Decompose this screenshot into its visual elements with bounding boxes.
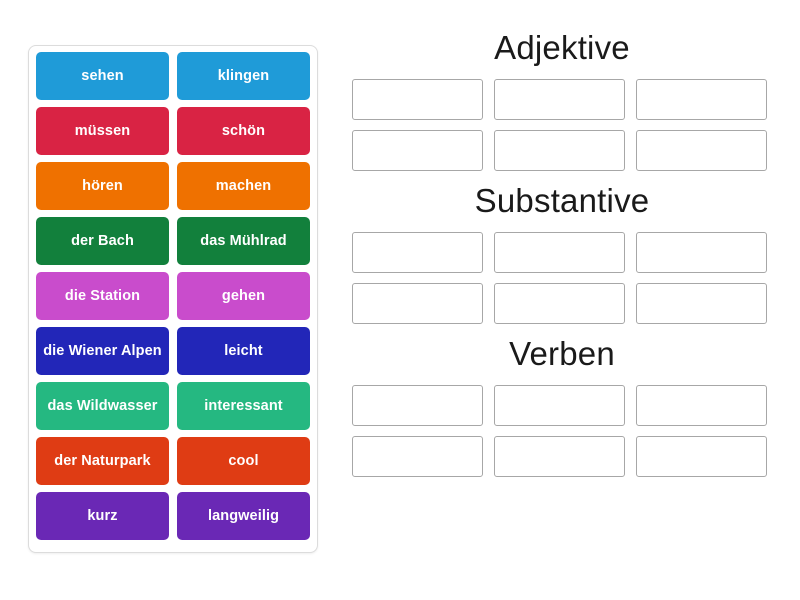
drop-zone-row	[352, 231, 772, 273]
word-tile[interactable]: sehen	[36, 52, 169, 100]
category-title: Verben	[509, 334, 615, 372]
drop-zone-row	[352, 129, 772, 171]
tile-row: der Bach das Mühlrad	[36, 217, 310, 265]
category-title: Adjektive	[494, 29, 630, 66]
tile-row: sehen klingen	[36, 52, 310, 100]
category-substantive: Substantive	[352, 181, 772, 324]
tile-row: die Wiener Alpen leicht	[36, 327, 310, 375]
drop-zone-row	[352, 435, 772, 477]
drop-zone-row	[352, 282, 772, 324]
word-tile-tray: sehen klingen müssen schön hören machen …	[28, 45, 318, 553]
tile-row: hören machen	[36, 162, 310, 210]
drop-zone[interactable]	[494, 282, 625, 324]
word-tile[interactable]: machen	[177, 162, 310, 210]
drop-zone-grid	[352, 231, 772, 324]
category-title: Substantive	[474, 181, 650, 219]
tile-row: das Wildwasser interessant	[36, 382, 310, 430]
word-tile[interactable]: müssen	[36, 107, 169, 155]
word-tile[interactable]: klingen	[177, 52, 310, 100]
drop-zone[interactable]	[636, 435, 767, 477]
word-tile[interactable]: das Mühlrad	[177, 217, 310, 265]
drop-zone[interactable]	[636, 384, 767, 426]
drop-zone[interactable]	[636, 129, 767, 171]
word-tile[interactable]: kurz	[36, 492, 169, 540]
tile-row: müssen schön	[36, 107, 310, 155]
drop-zone[interactable]	[636, 78, 767, 120]
category-columns: Adjektive Substantive	[352, 29, 772, 489]
drop-zone[interactable]	[352, 435, 483, 477]
drop-zone[interactable]	[494, 384, 625, 426]
drop-zone[interactable]	[352, 129, 483, 171]
word-tile[interactable]: der Naturpark	[36, 437, 169, 485]
drop-zone-grid	[352, 78, 772, 171]
word-tile[interactable]: die Station	[36, 272, 169, 320]
drop-zone[interactable]	[494, 231, 625, 273]
word-tile[interactable]: interessant	[177, 382, 310, 430]
drop-zone[interactable]	[352, 231, 483, 273]
tile-row: kurz langweilig	[36, 492, 310, 540]
word-tile[interactable]: die Wiener Alpen	[36, 327, 169, 375]
drop-zone[interactable]	[352, 384, 483, 426]
drop-zone-row	[352, 384, 772, 426]
drop-zone[interactable]	[352, 282, 483, 324]
drop-zone-row	[352, 78, 772, 120]
drop-zone[interactable]	[494, 435, 625, 477]
word-tile[interactable]: hören	[36, 162, 169, 210]
drop-zone[interactable]	[494, 129, 625, 171]
word-tile[interactable]: gehen	[177, 272, 310, 320]
category-adjektive: Adjektive	[352, 29, 772, 171]
word-tile[interactable]: langweilig	[177, 492, 310, 540]
tile-row: die Station gehen	[36, 272, 310, 320]
drop-zone[interactable]	[494, 78, 625, 120]
drop-zone[interactable]	[636, 231, 767, 273]
drop-zone[interactable]	[352, 78, 483, 120]
word-tile[interactable]: das Wildwasser	[36, 382, 169, 430]
drop-zone[interactable]	[636, 282, 767, 324]
word-tile[interactable]: leicht	[177, 327, 310, 375]
category-verben: Verben	[352, 334, 772, 477]
drop-zone-grid	[352, 384, 772, 477]
word-tile[interactable]: schön	[177, 107, 310, 155]
tile-row: der Naturpark cool	[36, 437, 310, 485]
word-tile[interactable]: cool	[177, 437, 310, 485]
word-tile[interactable]: der Bach	[36, 217, 169, 265]
